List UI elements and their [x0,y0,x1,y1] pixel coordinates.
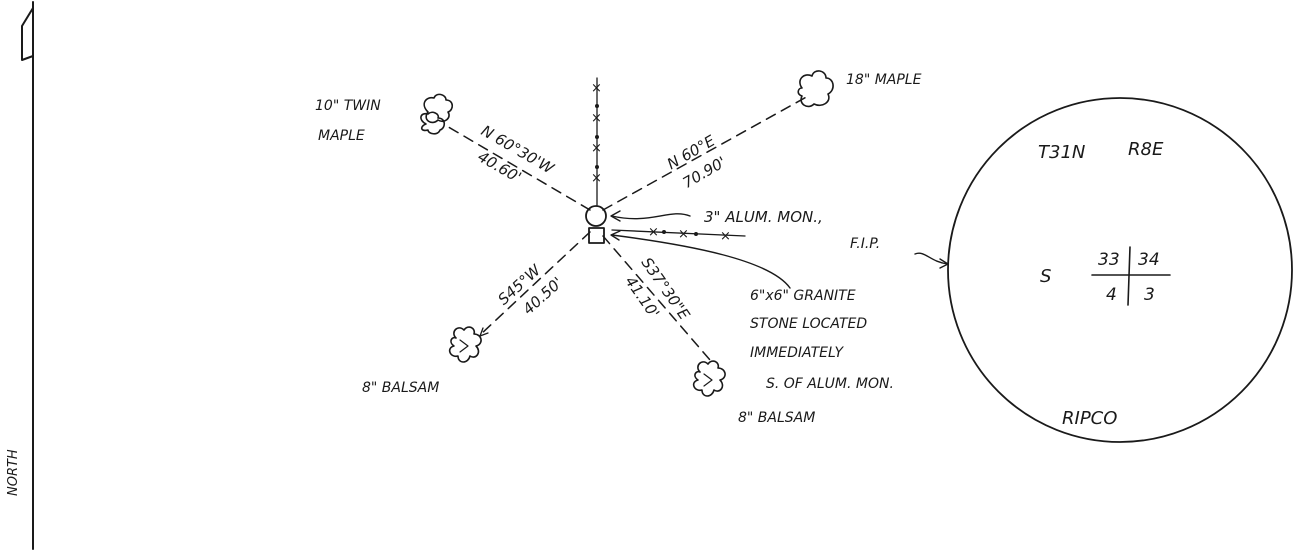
township-label: T31N [1038,142,1085,163]
section-3-label: 3 [1144,285,1155,305]
stone-note-line-4: S. OF ALUM. MON. [766,376,894,392]
north-label: NORTH [6,449,21,496]
section-side-label: S [1040,266,1051,287]
svg-text:×: × [591,171,602,186]
fence-vertical: × × × × [591,77,602,206]
monument-label: 3" ALUM. MON., [704,208,823,226]
svg-text:×: × [720,229,731,244]
svg-text:×: × [591,111,602,126]
monument-fip-label: F.I.P. [850,236,880,252]
fence-horizontal: × × × [611,225,746,244]
svg-text:×: × [591,81,602,96]
tree-nw-icon [420,93,454,135]
tree-sw-icon [448,326,482,363]
stone-note-line-1: 6"x6" GRANITE [750,288,856,304]
tree-ne-label: 18" MAPLE [846,72,922,88]
tie-lines [444,94,811,361]
range-label: R8E [1128,139,1164,160]
svg-text:×: × [648,225,659,240]
tree-sw-label: 8" BALSAM [362,380,439,396]
north-arrow: NORTH [6,1,34,550]
monument-symbol [585,205,607,244]
section-33-label: 33 [1098,250,1120,270]
section-34-label: 34 [1138,250,1160,270]
county-label: RIPCO [1062,408,1117,429]
tree-se-icon [692,360,726,397]
section-corner-diagram [947,97,1293,443]
tree-se-label: 8" BALSAM [738,410,815,426]
stone-note-line-3: IMMEDIATELY [750,345,844,361]
section-4-label: 4 [1106,285,1117,305]
tree-nw-label-line-1: 10" TWIN [315,98,381,114]
tree-ne-icon [797,70,834,108]
svg-text:×: × [678,227,689,242]
svg-text:×: × [591,141,602,156]
stone-note-line-2: STONE LOCATED [750,316,867,332]
tree-nw-label-line-2: MAPLE [318,128,365,144]
